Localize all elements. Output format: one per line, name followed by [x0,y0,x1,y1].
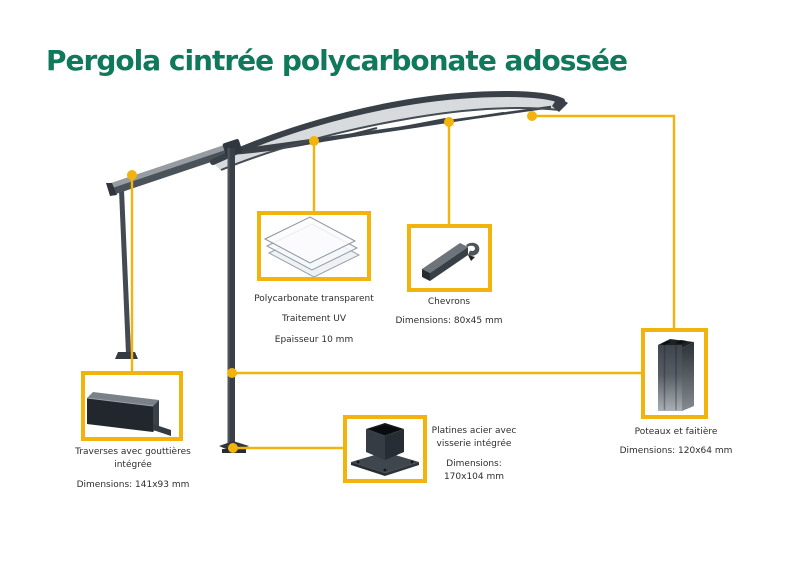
polycarbonate-label: Polycarbonate transparent Traitement UV … [234,294,394,348]
part-dimensions-2: 170x104 mm [443,471,505,482]
base-plate-image [351,423,419,476]
dot-roof-panel [309,136,319,146]
callout-connectors [130,114,676,450]
callout-dots [127,111,537,453]
traverses-label: Traverses avec gouttières intégrée Dimen… [63,447,203,493]
dot-roof-end [527,111,537,121]
post-profile-image [658,339,694,411]
part-name-2: intégrée [114,460,152,471]
part-dimensions: Dimensions: 80x45 mm [395,316,503,327]
part-name: Poteaux et faitière [634,427,718,437]
traverses-callout-box [81,371,183,441]
roof-right-tip [552,97,568,112]
dot-roof-chevron [444,117,454,127]
curved-roof [210,91,568,171]
part-name: Traverses avec gouttières [75,447,191,457]
chevrons-callout-box [407,224,492,292]
part-dimensions: Epaisseur 10 mm [274,334,354,345]
connector-poteaux-roof [532,114,676,328]
chevron-profile-image [422,242,480,281]
dot-beam [127,170,137,180]
part-dimensions: Dimensions: 141x93 mm [76,479,190,490]
part-name: Polycarbonate transparent [254,294,374,304]
dot-post [227,368,237,378]
traverse-profile-image [86,392,171,436]
part-dimensions: Dimensions: [446,458,502,469]
side-beam [106,143,238,196]
poteaux-callout-box [641,328,708,419]
part-dimensions: Dimensions: 120x64 mm [619,446,733,457]
polycarbonate-callout-box [257,211,371,281]
part-name: Chevrons [427,297,471,307]
roof-rib [230,127,378,155]
part-feature: Traitement UV [281,314,347,325]
platines-label: Platines acier avec visserie intégrée Di… [428,426,520,485]
platines-callout-box [343,415,427,483]
roof-back-edge [220,107,561,171]
part-name: Platines acier avec [431,426,517,436]
dot-post-base [228,443,238,453]
poteaux-label: Poteaux et faitière Dimensions: 120x64 m… [606,427,746,460]
polycarbonate-sheets-image [263,216,361,277]
chevrons-label: Chevrons Dimensions: 80x45 mm [389,297,509,330]
part-name-2: visserie intégrée [436,439,512,450]
roof-front-band [210,91,565,165]
left-wall-post [115,190,138,359]
page-title: Pergola cintrée polycarbonate adossée [46,44,628,77]
